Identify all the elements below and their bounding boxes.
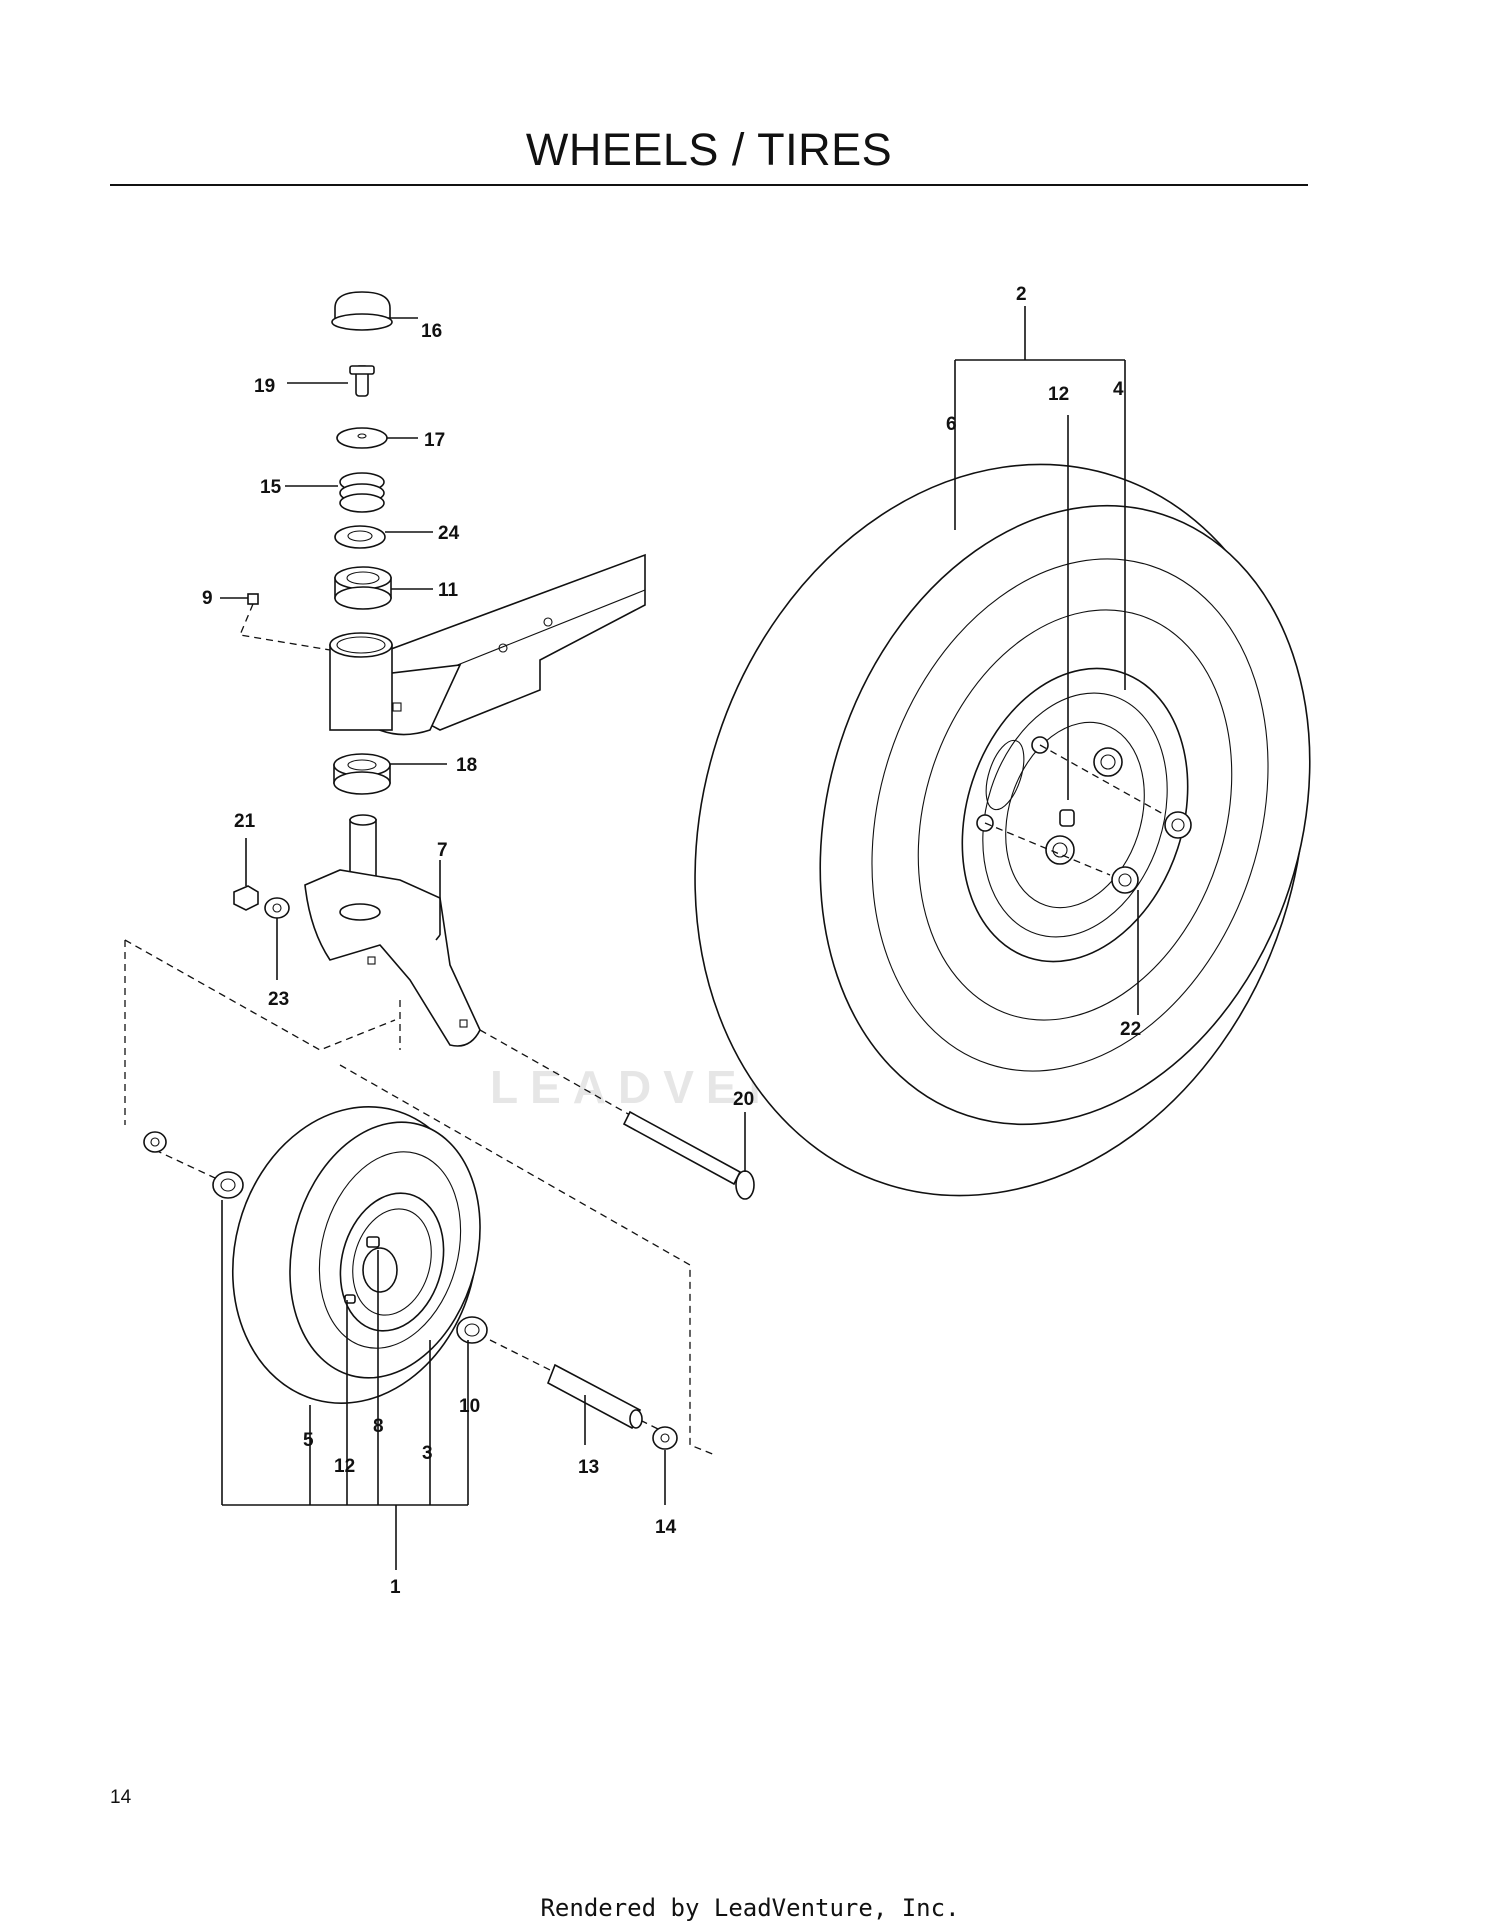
callout-22: 22 [1120, 1019, 1141, 1040]
callout-23: 23 [268, 989, 289, 1010]
callout-12-small: 12 [334, 1456, 355, 1477]
callout-6: 6 [946, 414, 957, 435]
callout-13: 13 [578, 1457, 599, 1478]
callout-5: 5 [303, 1430, 314, 1451]
callout-24: 24 [438, 523, 460, 544]
callout-1: 1 [390, 1577, 401, 1598]
callout-15: 15 [260, 477, 282, 498]
large-tire-assembly [694, 463, 1311, 1197]
callout-10: 10 [459, 1396, 480, 1417]
page-number: 14 [110, 1787, 132, 1808]
callout-18: 18 [456, 755, 477, 776]
callout-7: 7 [437, 840, 448, 861]
axle-bar [373, 553, 646, 736]
callout-16: 16 [421, 321, 442, 342]
callout-14: 14 [655, 1517, 677, 1538]
callout-4: 4 [1113, 379, 1124, 400]
callout-9: 9 [202, 588, 213, 609]
front-tire-assembly [143, 1106, 755, 1450]
callout-20: 20 [733, 1089, 754, 1110]
title-rule [110, 184, 1308, 186]
spindle-stack [233, 291, 481, 1047]
page-title: WHEELS / TIRES [525, 124, 893, 175]
footer-credit: Rendered by LeadVenture, Inc. [540, 1894, 960, 1922]
callout-11: 11 [438, 580, 459, 601]
callout-21: 21 [234, 811, 256, 832]
callout-8: 8 [373, 1416, 384, 1437]
callout-3: 3 [422, 1443, 433, 1464]
callout-2: 2 [1016, 284, 1027, 305]
callout-17: 17 [424, 430, 445, 451]
callout-19: 19 [254, 376, 275, 397]
callout-12-large: 12 [1048, 384, 1069, 405]
